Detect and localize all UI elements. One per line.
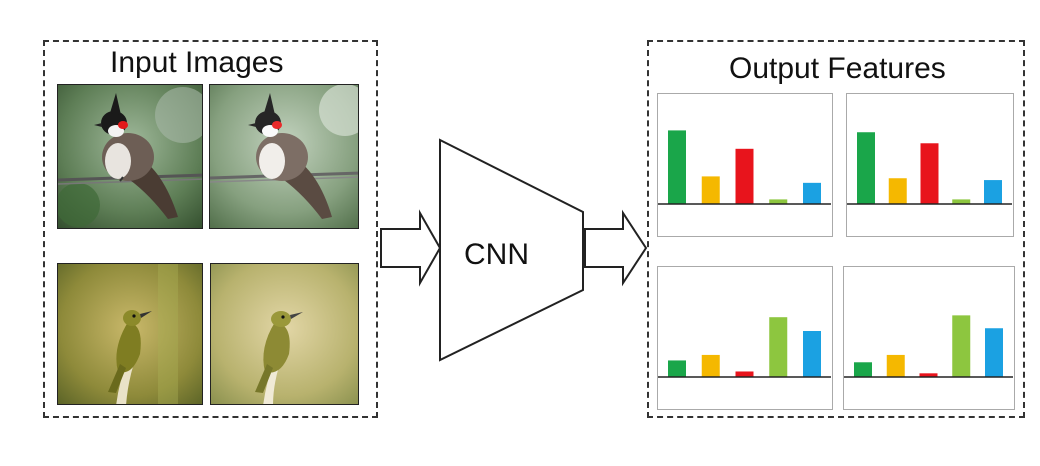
olive-bird-photo-original: [57, 263, 203, 405]
input-to-cnn-arrow: [380, 209, 442, 287]
cnn-to-output-arrow: [584, 209, 648, 287]
cnn-label: CNN: [464, 238, 529, 271]
feature-bar-4: [952, 315, 971, 377]
feature-bar-4: [769, 317, 788, 377]
feature-chart-3: [657, 266, 833, 410]
feature-bar-3: [920, 143, 939, 204]
output-features-panel: Output Features: [647, 40, 1025, 418]
feature-chart-2: [846, 93, 1014, 237]
feature-bar-5: [984, 180, 1002, 204]
feature-bar-3: [735, 371, 754, 377]
feature-bar-1: [668, 130, 686, 204]
feature-bar-1: [854, 362, 872, 377]
input-images-title: Input Images: [110, 46, 284, 79]
feature-bar-2: [888, 178, 907, 204]
bulbul-photo-original: [57, 84, 203, 229]
feature-bar-2: [701, 354, 720, 377]
feature-bar-1: [668, 360, 686, 377]
cnn-block: [439, 138, 584, 362]
feature-bar-5: [985, 328, 1003, 377]
feature-bar-5: [803, 331, 821, 377]
feature-bar-4: [769, 199, 788, 204]
output-features-title: Output Features: [729, 52, 946, 85]
feature-bar-3: [735, 148, 754, 204]
feature-chart-4: [843, 266, 1015, 410]
feature-bar-1: [857, 132, 875, 204]
feature-chart-1: [657, 93, 833, 237]
feature-bar-5: [803, 182, 821, 204]
olive-bird-photo-augmented: [210, 263, 359, 405]
feature-bar-2: [701, 176, 720, 204]
feature-bar-4: [952, 199, 971, 204]
feature-bar-2: [886, 354, 905, 377]
feature-bar-3: [919, 373, 938, 377]
bulbul-photo-augmented: [209, 84, 359, 229]
input-images-panel: Input Images: [43, 40, 378, 418]
